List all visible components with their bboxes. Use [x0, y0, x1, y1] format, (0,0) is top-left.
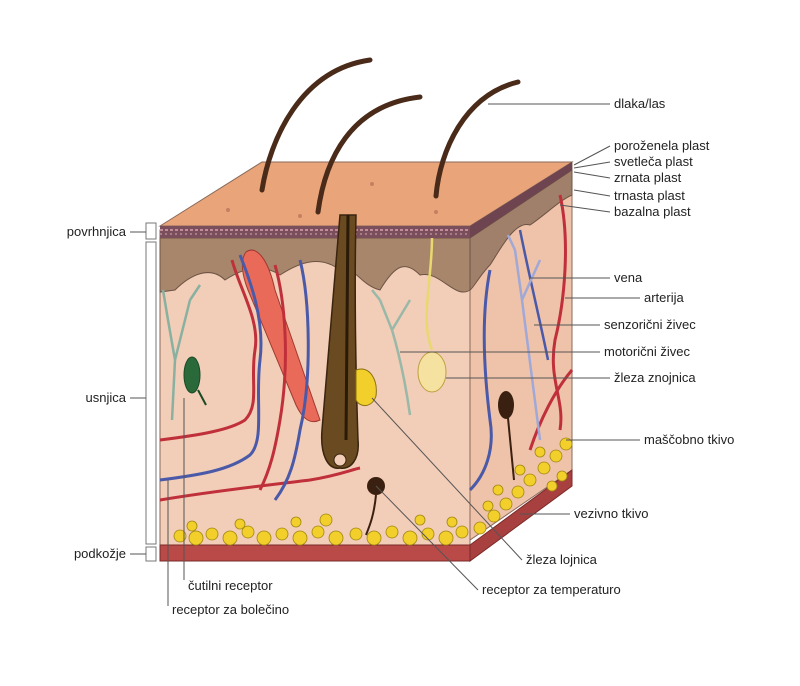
label-vezivno-tkivo: vezivno tkivo	[574, 506, 648, 521]
hair-3	[433, 79, 521, 199]
temperature-receptor-nerve	[365, 494, 377, 536]
label-zrnata-plast: zrnata plast	[614, 170, 682, 185]
label-usnjica: usnjica	[86, 390, 127, 405]
artery-4	[551, 194, 567, 431]
label-podkozje: podkožje	[74, 546, 126, 561]
label-arterija: arterija	[644, 290, 685, 305]
nerve-2	[371, 289, 412, 416]
label-cutilni-receptor: čutilni receptor	[188, 578, 273, 593]
tactile-receptor	[183, 356, 201, 394]
label-motoricni-zivec: motorični živec	[604, 344, 690, 359]
leader-lines	[130, 103, 640, 606]
label-mascobno-tkivo: maščobno tkivo	[644, 432, 734, 447]
pore	[298, 214, 302, 218]
connective-front	[159, 544, 471, 562]
pore	[370, 182, 374, 186]
epidermis-side	[469, 169, 573, 291]
label-zleza-lojnica: žleza lojnica	[526, 552, 598, 567]
label-dlaka-las: dlaka/las	[614, 96, 666, 111]
bracket-usnjica	[145, 241, 157, 545]
label-senzoricni-zivec: senzorični živec	[604, 317, 696, 332]
artery-2	[159, 466, 361, 502]
label-svetleca-plast: svetleča plast	[614, 154, 693, 169]
artery-5	[528, 369, 574, 451]
sweat-duct	[425, 237, 434, 351]
artery-3	[258, 264, 287, 491]
artery-1	[159, 259, 258, 442]
label-bazalna-plast: bazalna plast	[614, 204, 691, 219]
label-receptor-za-bolecino: receptor za bolečino	[172, 602, 289, 617]
sebaceous-gland	[355, 368, 377, 406]
tactile-receptor-nerve	[197, 389, 207, 406]
hair-papilla	[333, 453, 347, 467]
vein-3	[468, 269, 493, 492]
label-trnasta-plast: trnasta plast	[614, 188, 685, 203]
hair-follicle	[320, 214, 359, 469]
bracket-podkozje	[145, 546, 157, 562]
pore	[434, 210, 438, 214]
label-porozenela-plast: poroženela plast	[614, 138, 710, 153]
nerve-1	[161, 284, 202, 421]
connective-side	[469, 469, 573, 562]
label-vena: vena	[614, 270, 643, 285]
bracket-povrhnjica	[145, 222, 157, 240]
layer-strip	[160, 226, 470, 238]
layer-strip-side	[470, 162, 572, 238]
vein-1	[159, 254, 263, 482]
sweat-gland	[417, 351, 447, 393]
vein-4	[518, 229, 550, 361]
pore	[226, 208, 230, 212]
pacinian-nerve	[507, 417, 515, 481]
hair-root	[344, 214, 350, 441]
pacinian-receptor	[498, 391, 514, 419]
vein-2	[273, 259, 310, 501]
label-receptor-za-temperaturo: receptor za temperaturo	[482, 582, 621, 597]
fat-cells	[173, 437, 573, 546]
nerve-3	[506, 234, 542, 441]
arrector-muscle	[241, 249, 321, 423]
hair-1	[259, 57, 373, 193]
hair-2	[315, 94, 423, 215]
label-povrhnjica: povrhnjica	[67, 224, 127, 239]
label-zleza-znojnica: žleza znojnica	[614, 370, 696, 385]
